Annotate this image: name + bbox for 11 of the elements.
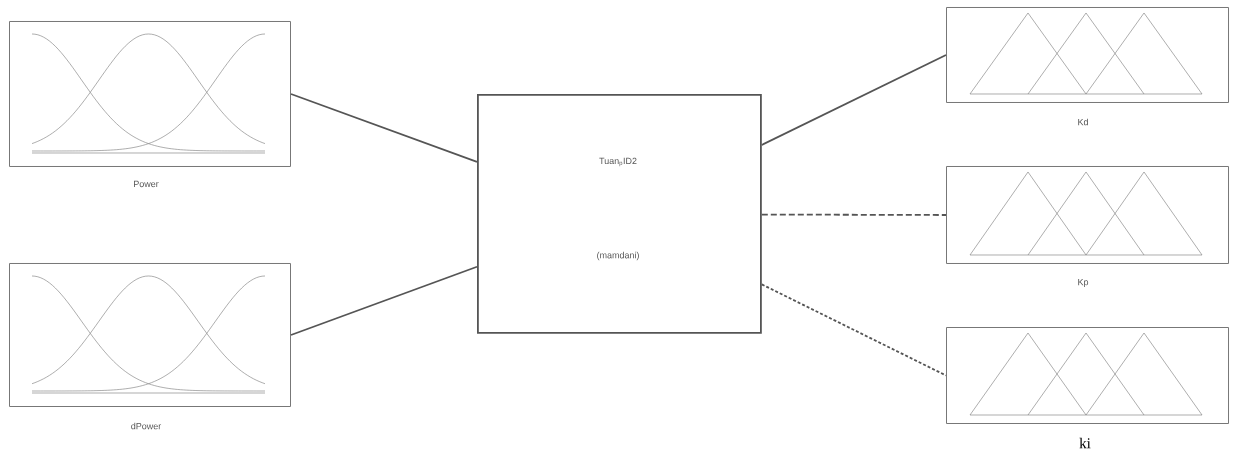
variable-label: ki <box>1079 437 1091 449</box>
connector-line <box>760 213 947 216</box>
variable-label: dPower <box>131 422 162 430</box>
connector-line <box>760 54 947 146</box>
connector-line <box>290 93 478 163</box>
variable-label: Kd <box>1078 118 1088 126</box>
variable-label: Kp <box>1078 279 1089 287</box>
connector-line <box>290 265 478 336</box>
inference-box: Tuan$_{p}$ID2 (mamdani) <box>477 94 762 334</box>
connector-line <box>760 283 947 377</box>
variable-label: Power <box>134 180 159 188</box>
